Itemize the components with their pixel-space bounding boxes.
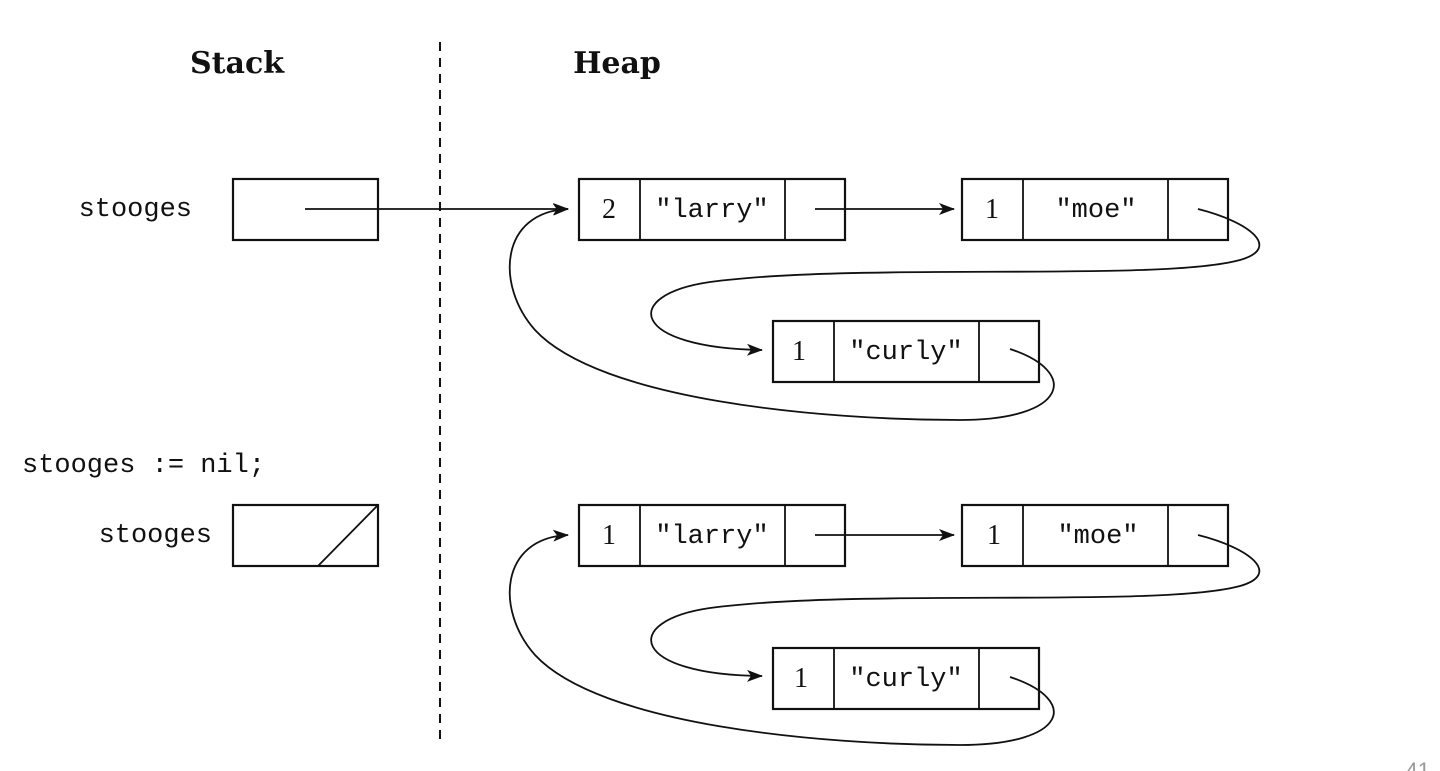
heap-node-larry: 1 "larry" <box>577 503 847 568</box>
page-number: 41 <box>1406 758 1430 771</box>
node-refcount: 2 <box>602 194 616 225</box>
heap-node-curly: 1 "curly" <box>771 646 1041 711</box>
heap-node-larry: 2 "larry" <box>577 177 847 242</box>
node-value: "moe" <box>1057 522 1138 552</box>
node-refcount: 1 <box>794 663 808 694</box>
node-refcount: 1 <box>987 520 1001 551</box>
node-value: "larry" <box>655 196 768 226</box>
node-refcount: 1 <box>792 336 806 367</box>
pointer-curly-to-larry <box>508 529 1055 746</box>
heap-header: Heap <box>573 46 661 81</box>
after-state: stooges 1 "larry" 1 "moe" 1 "curly" <box>99 503 1261 746</box>
before-state: stooges 2 "larry" 1 "moe" 1 "curly" <box>79 177 1261 421</box>
stack-variable-label: stooges <box>79 195 192 225</box>
node-refcount: 1 <box>985 194 999 225</box>
pointer-curly-to-larry <box>508 203 1055 421</box>
code-assignment: stooges := nil; <box>22 451 265 481</box>
node-refcount: 1 <box>602 520 616 551</box>
node-value: "curly" <box>849 665 962 695</box>
node-value: "larry" <box>655 522 768 552</box>
node-value: "curly" <box>849 338 962 368</box>
pointer-moe-to-curly <box>650 208 1261 356</box>
stack-header: Stack <box>190 46 285 81</box>
pointer-moe-to-curly <box>650 534 1261 682</box>
heap-node-moe: 1 "moe" <box>960 503 1230 568</box>
heap-node-moe: 1 "moe" <box>960 177 1230 242</box>
stack-variable-label: stooges <box>99 521 212 551</box>
nil-slash <box>317 504 379 567</box>
stack-pointer-cell-nil <box>231 503 380 568</box>
heap-node-curly: 1 "curly" <box>771 319 1041 384</box>
node-value: "moe" <box>1055 196 1136 226</box>
